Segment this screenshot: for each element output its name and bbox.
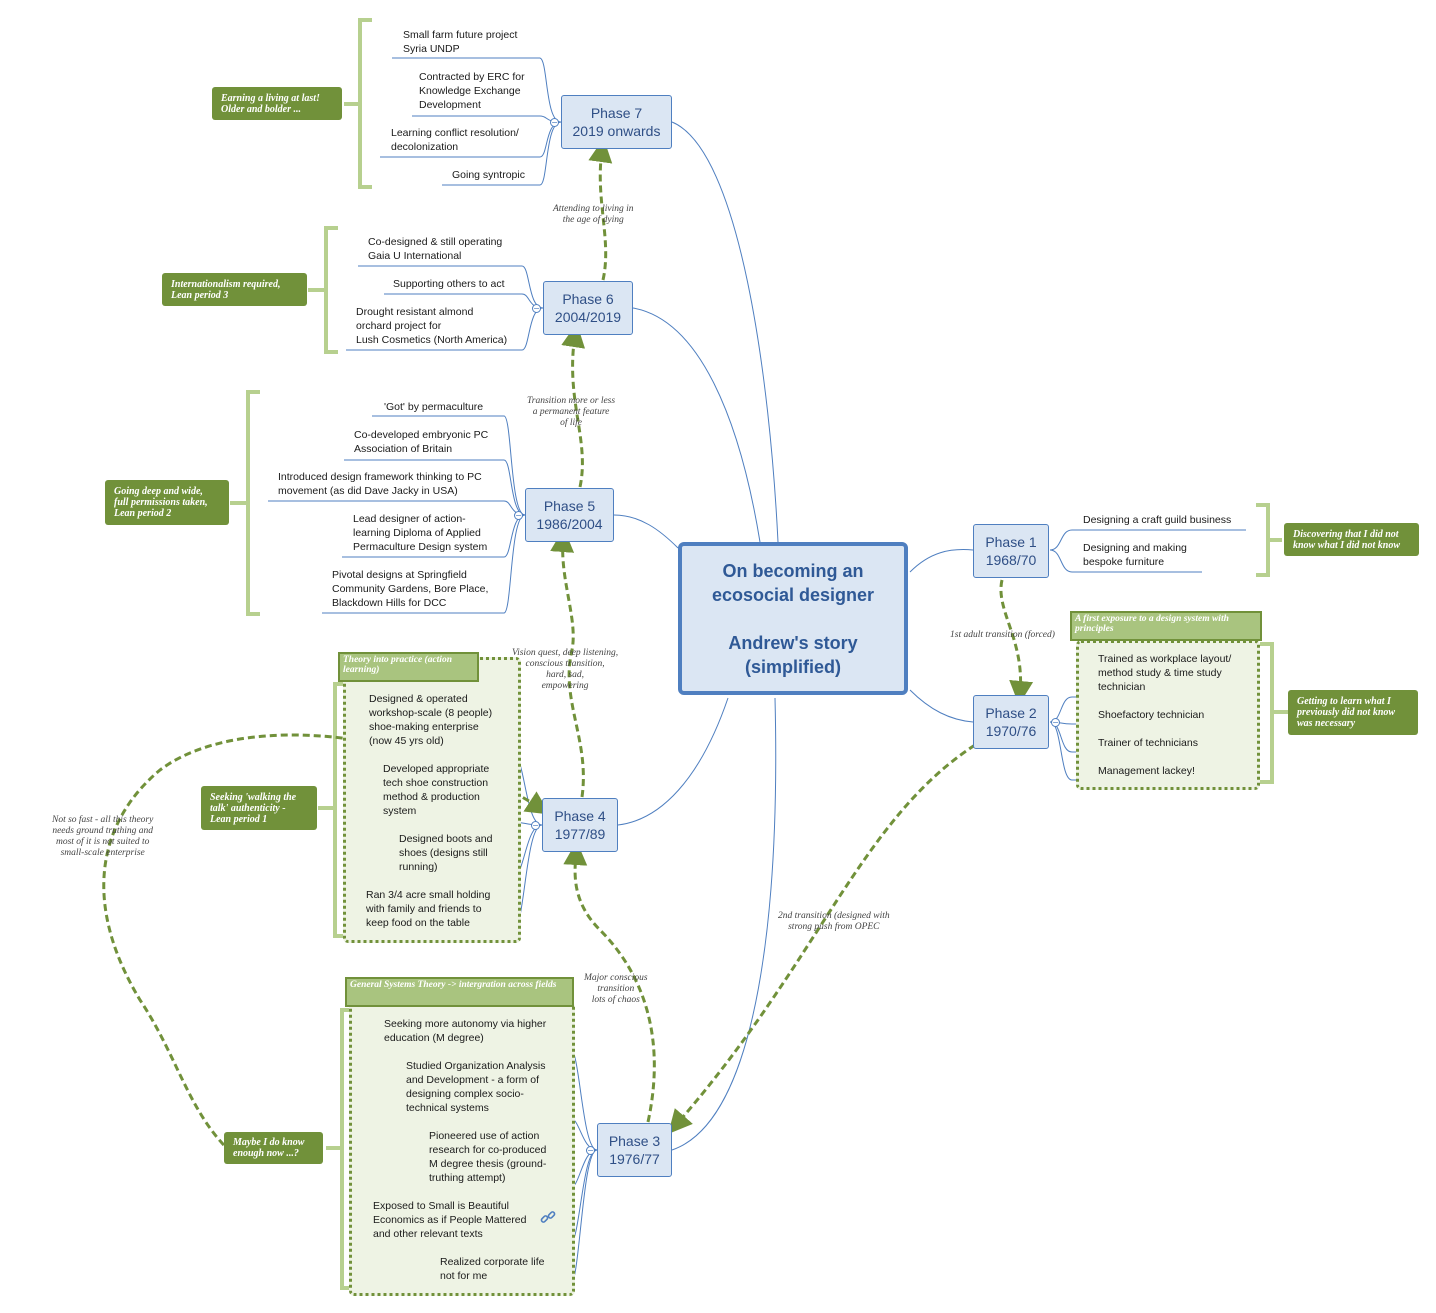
arrow-p2-p3 <box>668 743 976 1135</box>
note-phase6[interactable]: Internationalism required, Lean period 3 <box>162 273 307 306</box>
bracket-phase4 <box>318 682 347 938</box>
subtopic-phase6-3[interactable]: Drought resistant almond orchard project… <box>356 306 508 346</box>
transition-label-p6-p7: Attending to living in the age of dying <box>553 204 634 225</box>
phase7-years: 2019 onwards <box>572 123 661 139</box>
branch-phase1 <box>909 549 974 573</box>
central-topic[interactable]: On becoming an ecosocial designer Andrew… <box>678 542 908 695</box>
branch-phase7 <box>671 121 779 543</box>
link-icon[interactable] <box>540 1209 556 1229</box>
arrow-p4-p5 <box>550 528 585 798</box>
subtopic-phase5-4[interactable]: Lead designer of action- learning Diplom… <box>353 513 488 553</box>
note-phase5[interactable]: Going deep and wide, full permissions ta… <box>105 480 229 525</box>
phase5-years: 1986/2004 <box>536 516 603 532</box>
phase5-name: Phase 5 <box>543 498 596 514</box>
note-phase7[interactable]: Earning a living at last! Older and bold… <box>212 87 342 120</box>
central-title: On becoming an ecosocial designer Andrew… <box>711 560 875 677</box>
subtopic-phase3-1[interactable]: Seeking more autonomy via higher educati… <box>384 1018 547 1044</box>
arrow-p6-p7 <box>588 138 613 281</box>
transition-label-p1-p2: 1st adult transition (forced) <box>950 630 1055 640</box>
topic-phase2[interactable]: Phase 2 1970/76 <box>973 695 1049 749</box>
collapse-phase3-icon[interactable]: − <box>586 1146 595 1155</box>
group-title-phase4: Theory into practice (action learning) <box>338 652 479 682</box>
branch-phase5 <box>613 514 679 549</box>
subtopic-phase3-3[interactable]: Pioneered use of action research for co-… <box>429 1130 547 1184</box>
subtopic-phase6-2[interactable]: Supporting others to act <box>393 278 505 290</box>
branch-phase3 <box>671 697 777 1151</box>
note-phase3[interactable]: Maybe I do know enough now ...? <box>224 1132 323 1164</box>
subtopic-phase4-2[interactable]: Developed appropriate tech shoe construc… <box>383 763 490 817</box>
bracket-phase6 <box>308 226 338 354</box>
topic-phase4[interactable]: Phase 4 1977/89 <box>542 798 618 852</box>
bracket-phase5 <box>230 390 260 616</box>
subtopic-phase4-4[interactable]: Ran 3/4 acre small holding with family a… <box>366 889 491 929</box>
phase1-name: Phase 1 <box>985 534 1037 550</box>
arrow-p1-p2 <box>999 579 1034 705</box>
topic-phase7[interactable]: Phase 7 2019 onwards <box>561 95 672 149</box>
subtopic-phase2-3[interactable]: Trainer of technicians <box>1098 737 1198 749</box>
phase2-years: 1970/76 <box>985 723 1037 739</box>
subtopic-phase2-4[interactable]: Management lackey! <box>1098 765 1195 777</box>
topic-phase5[interactable]: Phase 5 1986/2004 <box>525 488 614 542</box>
phase3-years: 1976/77 <box>609 1151 660 1167</box>
subtopic-phase2-1[interactable]: Trained as workplace layout/ method stud… <box>1098 653 1232 693</box>
group-title-phase3: General Systems Theory -> intergration a… <box>345 977 574 1007</box>
subtopic-phase1-2[interactable]: Designing and making bespoke furniture <box>1083 542 1187 568</box>
subtopic-phase5-2[interactable]: Co-developed embryonic PC Association of… <box>354 429 489 455</box>
subtopic-phase6-1[interactable]: Co-designed & still operating Gaia U Int… <box>368 236 503 262</box>
transition-label-p3-p4: Major conscious transition lots of chaos <box>584 973 648 1005</box>
subtopic-phase5-1[interactable]: 'Got' by permaculture <box>384 401 484 413</box>
subtopic-phase7-2[interactable]: Contracted by ERC for Knowledge Exchange… <box>419 71 525 111</box>
bracket-phase7 <box>344 18 372 189</box>
transition-label-p4-p5: Vision quest, deep listening, conscious … <box>512 648 619 691</box>
group-title-phase2: A first exposure to a design system with… <box>1070 611 1262 641</box>
topic-phase3[interactable]: Phase 3 1976/77 <box>597 1123 672 1177</box>
collapse-phase2-icon[interactable]: − <box>1051 718 1060 727</box>
phase4-name: Phase 4 <box>554 808 606 824</box>
topic-phase1[interactable]: Phase 1 1968/70 <box>973 524 1049 578</box>
subtopic-phase7-1[interactable]: Small farm future project Syria UNDP <box>403 29 518 55</box>
subtopic-phase5-3[interactable]: Introduced design framework thinking to … <box>278 471 482 497</box>
phase7-name: Phase 7 <box>590 105 643 121</box>
subtopic-phase4-1[interactable]: Designed & operated workshop-scale (8 pe… <box>369 693 493 747</box>
topic-phase6[interactable]: Phase 6 2004/2019 <box>543 281 633 335</box>
phase6-years: 2004/2019 <box>554 309 622 325</box>
subtopic-phase7-3[interactable]: Learning conflict resolution/ decoloniza… <box>391 127 519 153</box>
subtopic-phase2-2[interactable]: Shoefactory technician <box>1098 709 1205 721</box>
subtopic-phase3-2[interactable]: Studied Organization Analysis and Develo… <box>406 1060 546 1114</box>
branch-phase4 <box>617 697 729 826</box>
phase2-name: Phase 2 <box>985 705 1037 721</box>
transition-label-p2-p3: 2nd transition (designed with strong pus… <box>778 911 890 932</box>
transition-label-p5-p6: Transition more or less a permanent feat… <box>527 396 616 428</box>
collapse-phase4-icon[interactable]: − <box>531 821 540 830</box>
arrow-p5-p6 <box>561 323 586 488</box>
arrow-p3-p4 <box>563 841 656 1123</box>
note-phase4[interactable]: Seeking 'walking the talk' authenticity … <box>201 786 317 830</box>
branch-phase2 <box>909 689 974 723</box>
phase4-years: 1977/89 <box>554 826 606 842</box>
subtopic-phase3-5[interactable]: Realized corporate life not for me <box>440 1256 545 1282</box>
phase1-years: 1968/70 <box>985 552 1037 568</box>
bracket-phase1 <box>1256 503 1282 577</box>
collapse-phase5-icon[interactable]: − <box>514 511 523 520</box>
collapse-phase6-icon[interactable]: − <box>532 304 541 313</box>
collapse-phase7-icon[interactable]: − <box>550 118 559 127</box>
transition-label-p4-p3-back: Not so fast - all this theory needs grou… <box>52 815 154 858</box>
note-phase1[interactable]: Discovering that I did not know what I d… <box>1284 523 1419 556</box>
phase3-name: Phase 3 <box>608 1133 661 1149</box>
subtopic-phase5-5[interactable]: Pivotal designs at Springfield Community… <box>332 569 489 609</box>
subtopic-phase1-1[interactable]: Designing a craft guild business <box>1083 514 1232 526</box>
subtopic-phase3-4[interactable]: Exposed to Small is Beautiful Economics … <box>373 1200 527 1240</box>
bracket-phase3 <box>326 1008 354 1290</box>
phase6-name: Phase 6 <box>562 291 614 307</box>
branch-phase6 <box>632 307 761 543</box>
bracket-phase2 <box>1260 642 1288 784</box>
subtopic-phase4-3[interactable]: Designed boots and shoes (designs still … <box>399 833 493 873</box>
group-box-phase2 <box>1076 640 1260 790</box>
subtopic-phase7-4[interactable]: Going syntropic <box>452 169 525 181</box>
note-phase2[interactable]: Getting to learn what I previously did n… <box>1288 690 1418 735</box>
group-box-phase4 <box>343 657 521 943</box>
